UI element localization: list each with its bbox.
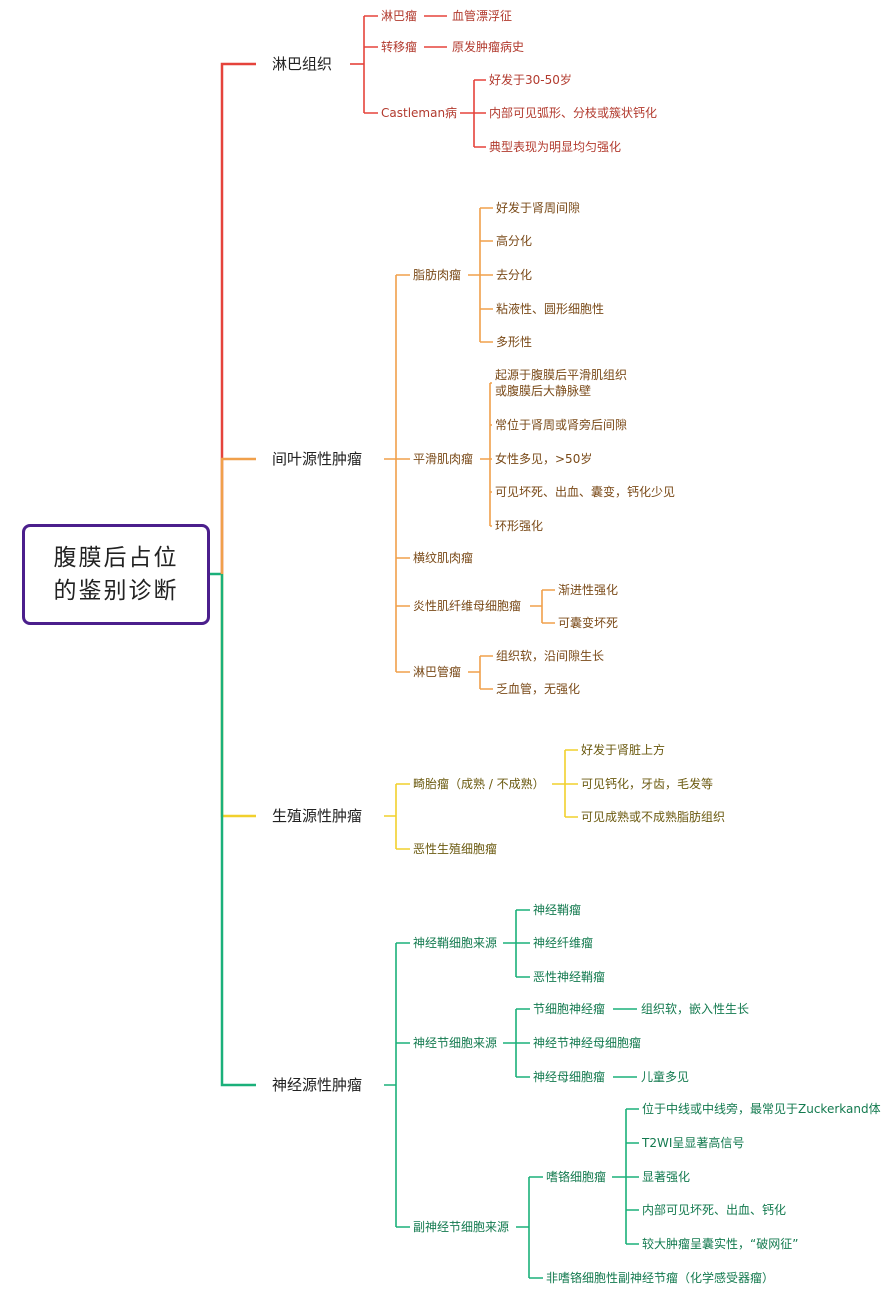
connector (480, 382, 492, 527)
connector (220, 457, 256, 574)
connector (468, 655, 493, 690)
leaf-ganglioneuroma[interactable]: 组织软，嵌入性生长 (641, 1002, 750, 1016)
node-pheochromocytoma[interactable]: 嗜铬细胞瘤 (546, 1170, 607, 1184)
branch-germ-cell[interactable]: 生殖源性肿瘤 (272, 807, 363, 825)
connector (468, 207, 493, 343)
connector (364, 15, 378, 114)
leaf-neurofibroma[interactable]: 神经纤维瘤 (533, 936, 594, 950)
leaf-pheo-3[interactable]: 显著强化 (642, 1170, 691, 1184)
leaf-lymphangioma-1[interactable]: 组织软，沿间隙生长 (496, 649, 605, 663)
leaf-castleman-calcification[interactable]: 内部可见弧形、分枝或簇状钙化 (489, 106, 658, 120)
connector (220, 574, 256, 818)
leaf-teratoma-2[interactable]: 可见钙化，牙齿，毛发等 (581, 777, 714, 791)
connector (220, 574, 256, 1087)
node-leiomyosarcoma[interactable]: 平滑肌肉瘤 (413, 452, 474, 466)
connector (384, 275, 397, 672)
leaf-neuroblastoma[interactable]: 儿童多见 (641, 1070, 690, 1084)
leaf-schwannoma[interactable]: 神经鞘瘤 (533, 903, 582, 917)
connector (612, 1108, 639, 1245)
leaf-pheo-1[interactable]: 位于中线或中线旁，最常见于Zuckerkand体 (642, 1102, 881, 1116)
connector (220, 62, 256, 574)
connector (424, 15, 447, 48)
leaf-pheo-5[interactable]: 较大肿瘤呈囊实性，“破网征” (642, 1237, 799, 1251)
leaf-liposarcoma-2[interactable]: 高分化 (496, 234, 533, 248)
node-non-chromaffin-paraganglioma[interactable]: 非嗜铬细胞性副神经节瘤（化学感受器瘤） (546, 1271, 775, 1285)
leaf-leiomyosarcoma-2[interactable]: 常位于肾周或肾旁后间隙 (495, 418, 628, 432)
leaf-lymphangioma-2[interactable]: 乏血管，无强化 (496, 682, 581, 696)
leaf-pheo-2[interactable]: T2WI呈显著高信号 (642, 1136, 745, 1150)
node-metastasis[interactable]: 转移瘤 (381, 40, 418, 54)
node-ganglioneuroma[interactable]: 节细胞神经瘤 (533, 1002, 606, 1016)
leaf-teratoma-1[interactable]: 好发于肾脏上方 (581, 743, 666, 757)
leaf-leiomyosarcoma-5[interactable]: 环形强化 (495, 519, 544, 533)
leaf-castleman-enhancement[interactable]: 典型表现为明显均匀强化 (489, 140, 622, 154)
connector (516, 1176, 543, 1279)
branch-neurogenic[interactable]: 神经源性肿瘤 (272, 1076, 363, 1094)
leaf-liposarcoma-4[interactable]: 粘液性、圆形细胞性 (496, 302, 605, 316)
node-lymphangioma[interactable]: 淋巴管瘤 (413, 665, 462, 679)
connector (384, 783, 410, 850)
connector (613, 1008, 637, 1078)
connector (396, 274, 410, 673)
leaf-malignant-schwannoma[interactable]: 恶性神经鞘瘤 (533, 970, 606, 984)
connector (460, 79, 486, 148)
node-paraganglion-origin[interactable]: 副神经节细胞来源 (413, 1220, 510, 1234)
leaf-teratoma-3[interactable]: 可见成熟或不成熟脂肪组织 (581, 810, 726, 824)
leaf-imt-2[interactable]: 可囊变坏死 (558, 616, 619, 630)
node-ganglion-origin[interactable]: 神经节细胞来源 (413, 1036, 498, 1050)
node-ganglioneuroblastoma[interactable]: 神经节神经母细胞瘤 (533, 1036, 642, 1050)
connector (530, 589, 555, 624)
leaf-metastasis-history[interactable]: 原发肿瘤病史 (452, 40, 525, 54)
leaf-leiomyosarcoma-origin-2[interactable]: 或腹膜后大静脉壁 (495, 384, 592, 398)
connector (503, 1008, 530, 1078)
root-title-line2: 的鉴别诊断 (53, 577, 179, 604)
connector (503, 909, 530, 978)
branch-mesenchymal[interactable]: 间叶源性肿瘤 (272, 450, 363, 468)
leaf-liposarcoma-3[interactable]: 去分化 (496, 268, 533, 282)
root-node[interactable]: 腹膜后占位 的鉴别诊断 (22, 524, 210, 625)
root-title-line1: 腹膜后占位 (53, 544, 179, 571)
node-rhabdomyosarcoma[interactable]: 横纹肌肉瘤 (413, 551, 474, 565)
leaf-liposarcoma-1[interactable]: 好发于肾周间隙 (496, 201, 581, 215)
node-imt[interactable]: 炎性肌纤维母细胞瘤 (413, 599, 522, 613)
node-schwann-origin[interactable]: 神经鞘细胞来源 (413, 936, 498, 950)
leaf-liposarcoma-5[interactable]: 多形性 (496, 335, 533, 349)
leaf-pheo-4[interactable]: 内部可见坏死、出血、钙化 (642, 1203, 787, 1217)
leaf-lymphoma-sign[interactable]: 血管漂浮征 (452, 9, 513, 23)
leaf-leiomyosarcoma-origin-1[interactable]: 起源于腹膜后平滑肌组织 (495, 368, 628, 382)
leaf-leiomyosarcoma-3[interactable]: 女性多见，>50岁 (495, 452, 593, 466)
branch-lymphoid[interactable]: 淋巴组织 (272, 55, 333, 73)
connector (384, 942, 410, 1228)
leaf-leiomyosarcoma-4[interactable]: 可见坏死、出血、囊变，钙化少见 (495, 485, 676, 499)
node-liposarcoma[interactable]: 脂肪肉瘤 (413, 268, 462, 282)
leaf-imt-1[interactable]: 渐进性强化 (558, 583, 619, 597)
node-malignant-germ-cell[interactable]: 恶性生殖细胞瘤 (413, 842, 498, 856)
node-neuroblastoma[interactable]: 神经母细胞瘤 (533, 1070, 606, 1084)
node-teratoma[interactable]: 畸胎瘤（成熟 / 不成熟） (413, 777, 545, 791)
leaf-castleman-age[interactable]: 好发于30-50岁 (489, 73, 572, 87)
node-lymphoma[interactable]: 淋巴瘤 (381, 9, 418, 23)
connector (552, 749, 578, 818)
node-castleman[interactable]: Castleman病 (381, 106, 458, 120)
